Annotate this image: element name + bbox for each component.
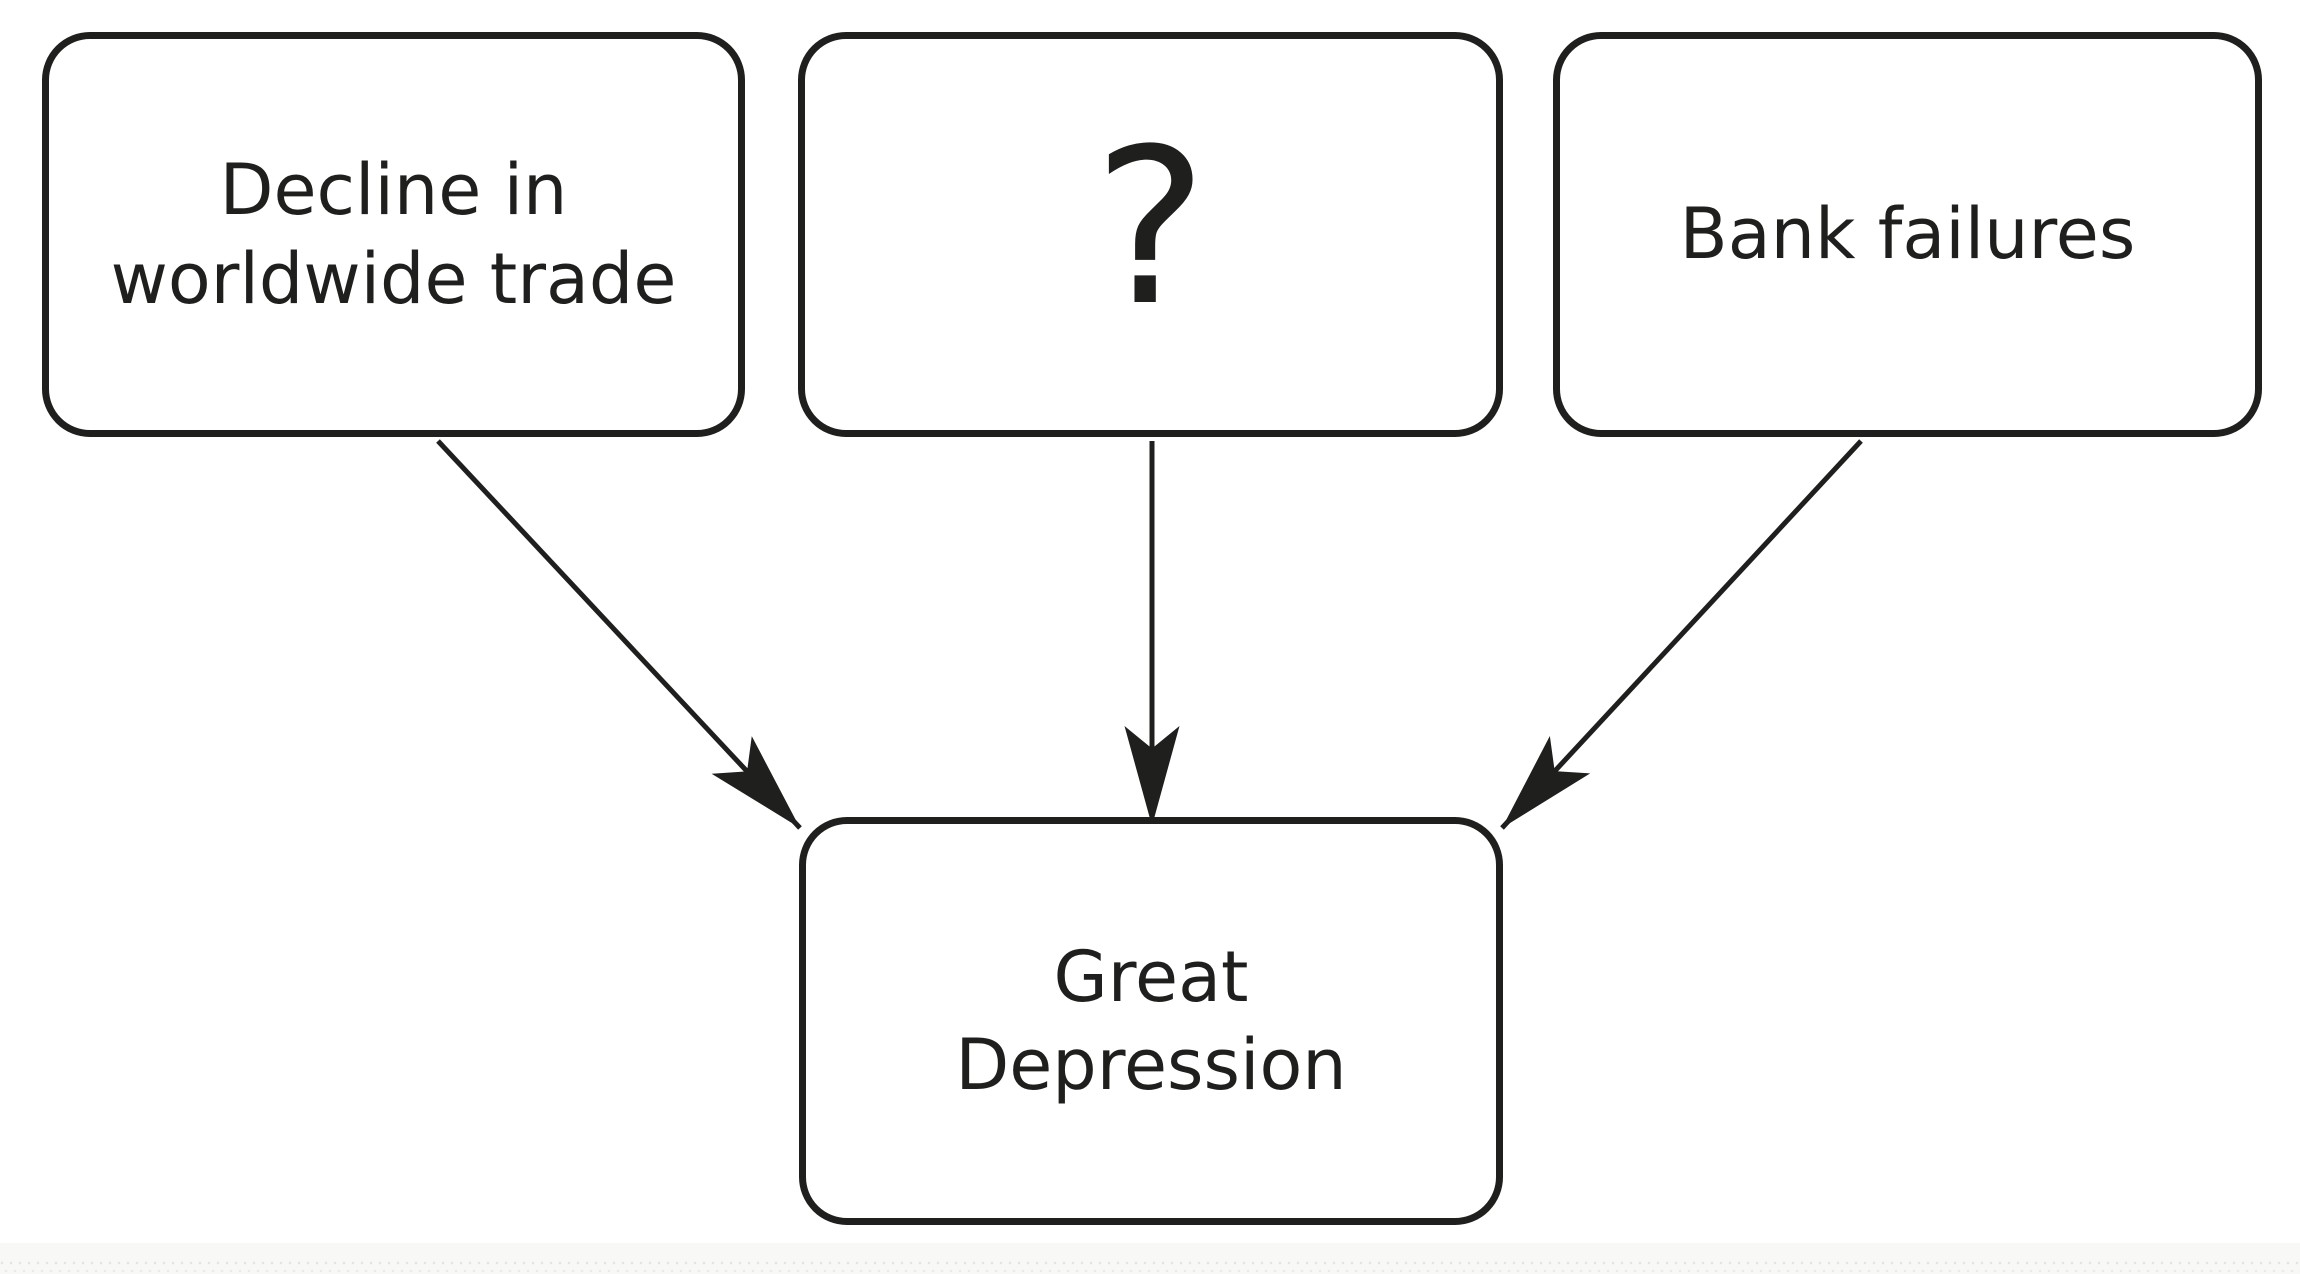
node-unknown-cause: ?	[798, 32, 1503, 437]
node-label-line: worldwide trade	[110, 237, 677, 320]
node-label-line: Great	[1053, 935, 1249, 1018]
node-label-line: Decline in	[219, 149, 568, 232]
node-bank-failures: Bank failures	[1553, 32, 2262, 437]
arrow-banks-to-depression	[1500, 439, 1863, 830]
footer-dots	[0, 1260, 2300, 1274]
question-mark-label: ?	[1093, 102, 1208, 353]
node-label-line: Bank failures	[1679, 193, 2136, 276]
node-label-line: Depression	[955, 1024, 1347, 1106]
footer-strip	[0, 1243, 2300, 1274]
node-great-depression: Great Depression	[799, 817, 1503, 1225]
arrow-trade-to-depression	[436, 439, 802, 830]
node-decline-in-worldwide-trade: Decline in worldwide trade	[42, 32, 745, 437]
